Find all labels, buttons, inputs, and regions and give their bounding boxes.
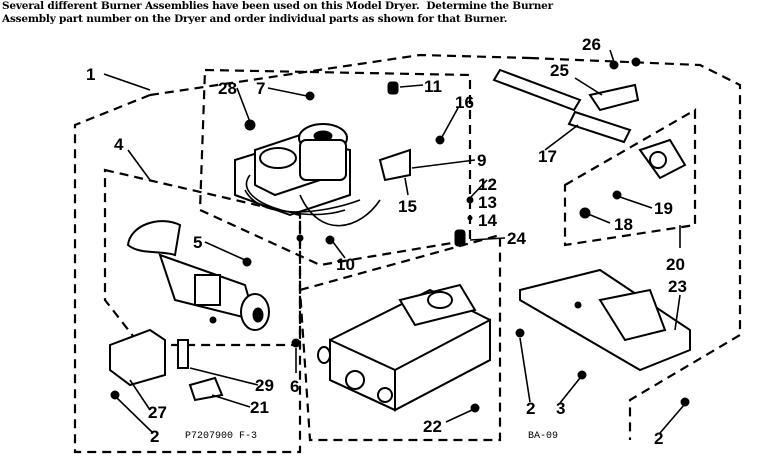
callout-25: 25 [550,61,569,80]
callout-10: 10 [336,255,355,274]
callout-20: 20 [666,255,685,274]
callout-16: 16 [455,93,474,112]
callout-9: 9 [477,151,486,170]
callout-2-right: 2 [654,429,663,448]
callout-15: 15 [398,197,417,216]
callout-12: 12 [478,175,497,194]
callout-18: 18 [614,215,633,234]
callout-6: 6 [290,377,299,396]
gas-valve-coils [234,81,445,245]
callout-7: 7 [256,79,265,98]
mount-box-outline [529,56,742,440]
callout-17: 17 [538,147,557,166]
callout-28: 28 [218,79,237,98]
valve-box-outline [198,68,472,267]
callout-2-left: 2 [150,427,159,446]
instruction-note: Several different Burner Assemblies have… [2,0,782,26]
burner-box-outline [298,233,502,442]
outer-assembly-outline [73,53,531,454]
callout-24: 24 [507,229,526,248]
callout-11: 11 [424,77,442,96]
callout-13: 13 [478,193,497,212]
callout-26: 26 [582,35,601,54]
callout-21: 21 [250,398,269,417]
igniter-bracket-parts [109,328,301,402]
callout-14: 14 [478,211,497,230]
callout-2-middle: 2 [526,399,535,418]
callout-23: 23 [668,277,687,296]
callout-29: 29 [255,376,274,395]
callout-19: 19 [654,199,673,218]
note-line-1: Several different Burner Assemblies have… [2,0,553,12]
crossover-tubes [492,57,641,144]
sheet-code: BA-09 [528,431,558,442]
callout-4: 4 [114,135,124,154]
drawing-code: P7207900 F-3 [185,431,257,442]
callout-1: 1 [86,65,95,84]
callout-27: 27 [148,403,167,422]
flame-sensor-bracket [579,138,687,219]
mounting-bracket [515,268,691,407]
burner-igniter-tube [126,220,270,331]
burner-housing [317,196,491,413]
callout-22: 22 [423,417,442,436]
callout-3: 3 [556,399,565,418]
callout-5: 5 [193,233,202,252]
leader-lines [103,49,685,434]
note-line-2: Assembly part number on the Dryer and or… [2,13,508,25]
